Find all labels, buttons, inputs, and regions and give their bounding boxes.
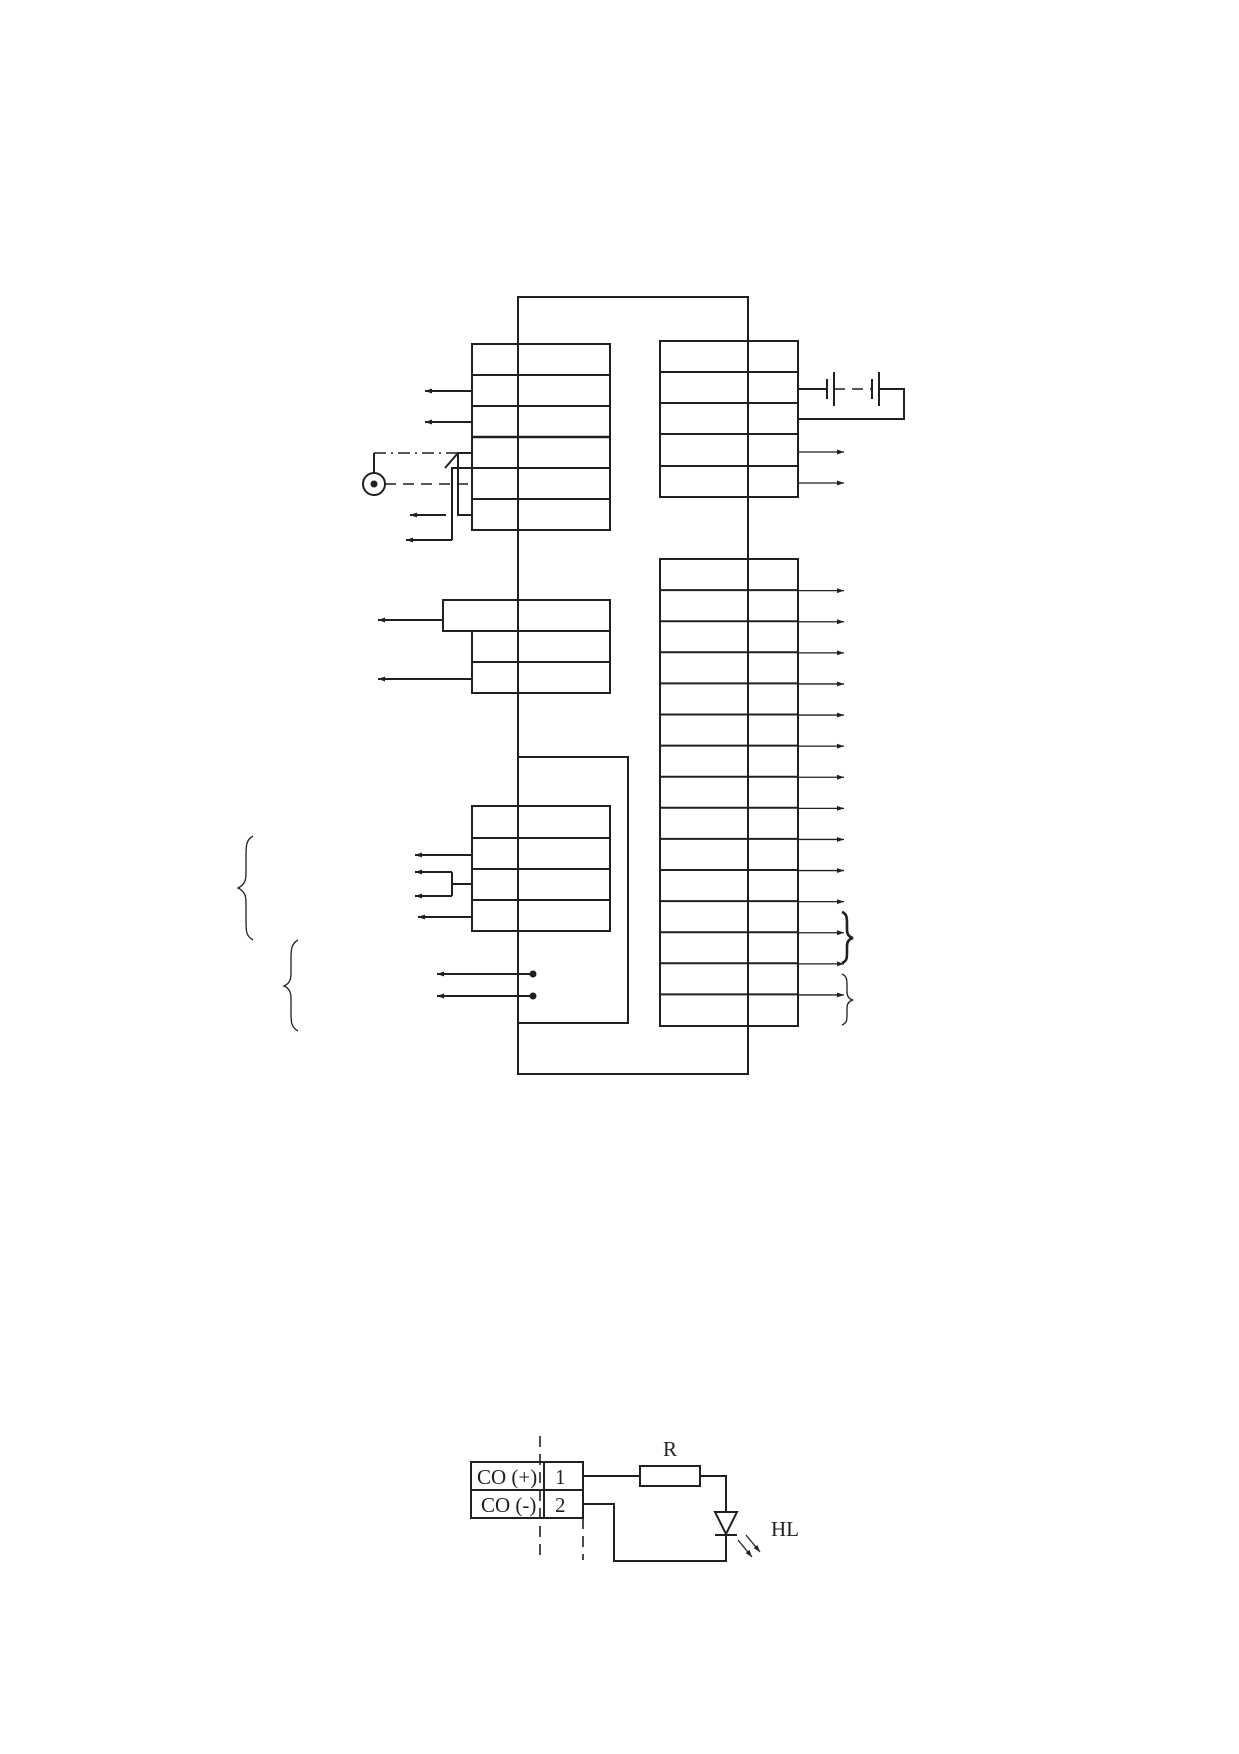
resistor-label: R (663, 1437, 677, 1461)
co-terminal-block (470, 1436, 584, 1560)
bridge-wire (451, 872, 472, 896)
terminal-block-left-middle (442, 599, 611, 694)
right-brace (841, 973, 854, 1026)
co-minus-number: 2 (555, 1493, 566, 1517)
terminal-block-right-long (659, 558, 799, 1027)
left-brace (236, 835, 254, 941)
wire-between (700, 1475, 727, 1512)
led-symbol (713, 1511, 761, 1558)
terminal-block-right-top (659, 340, 799, 498)
terminal-block-left-top (471, 343, 611, 531)
co-plus-label: CO (+) (477, 1465, 537, 1489)
terminal-block-left-bottom (471, 805, 611, 932)
interface-module (517, 756, 629, 1024)
left-brace (282, 939, 299, 1032)
sensor-symbol (362, 452, 472, 543)
co-minus-label: CO (-) (481, 1493, 536, 1517)
led-label: HL (771, 1517, 799, 1541)
battery-symbol (798, 372, 905, 420)
resistor-symbol (639, 1465, 701, 1487)
right-brace (841, 910, 854, 965)
right-output-arrows (798, 588, 844, 998)
co-plus-number: 1 (555, 1465, 566, 1489)
wire-negative (583, 1503, 727, 1562)
device-outline (517, 296, 749, 1075)
